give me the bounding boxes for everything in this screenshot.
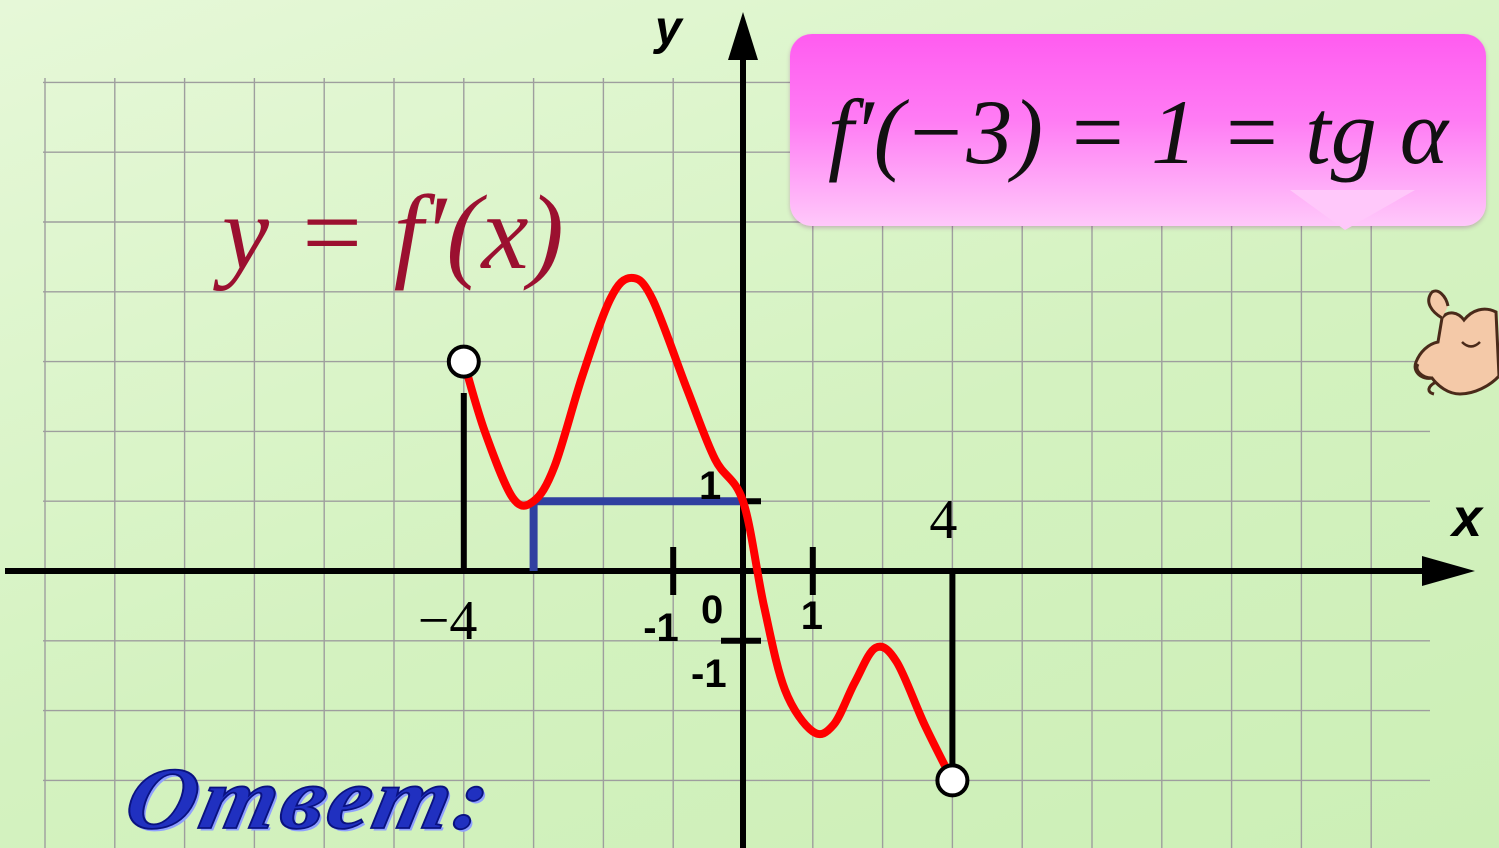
curve-layer	[446, 273, 970, 798]
y-tick-label-minus-1: -1	[691, 652, 727, 696]
answer-label: Ответ:	[116, 749, 503, 848]
x-tick-label-4: 4	[929, 489, 957, 551]
pointing-hand-icon[interactable]	[1402, 282, 1499, 408]
x-tick-label-minus-4: −4	[418, 590, 478, 652]
y-axis-label: y	[653, 2, 684, 55]
tick-labels: −4 -1 1 4 1 -1 0 y x	[418, 2, 1484, 696]
annotations	[460, 393, 956, 781]
function-label: y = f′(x)	[222, 174, 564, 291]
origin-label: 0	[701, 588, 723, 632]
y-axis-arrow	[728, 12, 758, 60]
derivative-curve	[459, 273, 957, 785]
x-tick-label-minus-1: -1	[643, 606, 679, 650]
y-tick-label-1: 1	[699, 464, 721, 508]
open-endpoint-marker	[935, 763, 970, 798]
formula-box: f′(−3) = 1 = tg α	[790, 34, 1486, 226]
x-tick-label-1: 1	[801, 594, 823, 638]
formula-bubble-tail	[1290, 190, 1415, 230]
open-endpoint-marker	[446, 344, 481, 379]
x-axis-arrow	[1422, 556, 1475, 586]
x-axis-label: x	[1449, 488, 1484, 548]
axes	[5, 12, 1475, 848]
formula-text: f′(−3) = 1 = tg α	[827, 81, 1449, 183]
